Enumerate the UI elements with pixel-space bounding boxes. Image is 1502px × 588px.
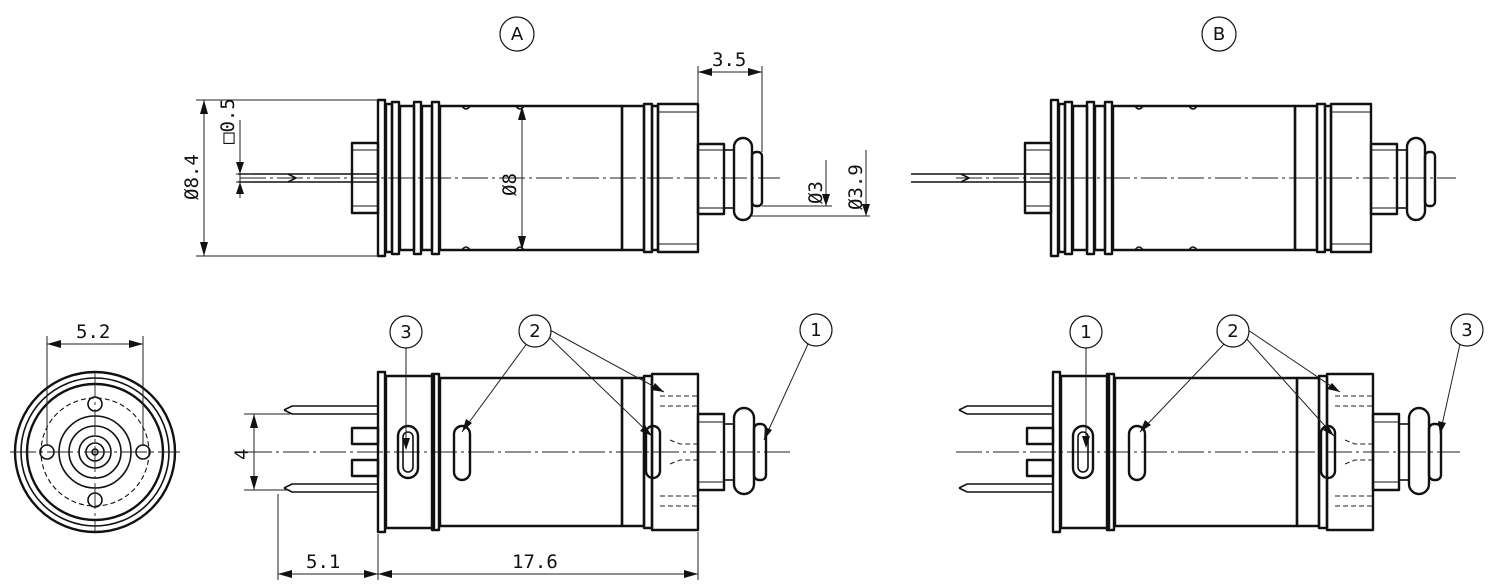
svg-text:3: 3 (1461, 320, 1472, 341)
svg-text:B: B (1213, 24, 1225, 45)
svg-text:5.1: 5.1 (306, 551, 340, 573)
dim-square-pin-0-5: □0.5 (217, 98, 252, 198)
svg-text:3: 3 (400, 322, 411, 343)
view-label-a: A (499, 16, 535, 52)
callout-b-1: 1 (1069, 315, 1103, 448)
side-view-b-bottom (956, 370, 1460, 534)
dim-diameter-8: Ø8 (499, 106, 526, 250)
svg-text:5.2: 5.2 (76, 321, 110, 343)
callout-b-2: 2 (1139, 314, 1341, 437)
side-view-a-bottom (246, 370, 790, 534)
view-label-b: B (1201, 16, 1237, 52)
svg-text:2: 2 (1227, 321, 1238, 342)
svg-text:1: 1 (810, 320, 821, 341)
dim-width-5-2: 5.2 (46, 321, 144, 446)
end-view (10, 370, 180, 534)
svg-text:A: A (511, 24, 524, 45)
dim-length-17-6: 17.6 (378, 532, 699, 580)
svg-text:Ø8.4: Ø8.4 (181, 154, 203, 200)
dim-diameter-3: Ø3 (762, 160, 832, 207)
svg-text:Ø8: Ø8 (499, 173, 521, 196)
side-view-b-top (909, 98, 1456, 258)
callout-a-2: 2 (461, 314, 665, 437)
svg-text:□0.5: □0.5 (217, 98, 239, 144)
callout-a-3: 3 (389, 315, 423, 450)
dim-length-5-1: 5.1 (277, 494, 379, 580)
svg-text:Ø3.9: Ø3.9 (845, 164, 867, 210)
dim-diameter-8-4: Ø8.4 (181, 99, 378, 257)
svg-text:4: 4 (231, 449, 253, 460)
svg-text:17.6: 17.6 (512, 551, 558, 573)
svg-text:1: 1 (1080, 322, 1091, 343)
dim-diameter-3-9: Ø3.9 (752, 150, 870, 217)
side-view-a-top (236, 98, 780, 258)
svg-text:Ø3: Ø3 (805, 181, 827, 204)
svg-text:2: 2 (529, 321, 540, 342)
callout-b-3: 3 (1438, 313, 1484, 435)
callout-a-1: 1 (763, 313, 833, 441)
svg-text:3.5: 3.5 (712, 49, 746, 71)
dim-height-4: 4 (231, 413, 290, 491)
dim-length-3-5: 3.5 (697, 49, 763, 152)
